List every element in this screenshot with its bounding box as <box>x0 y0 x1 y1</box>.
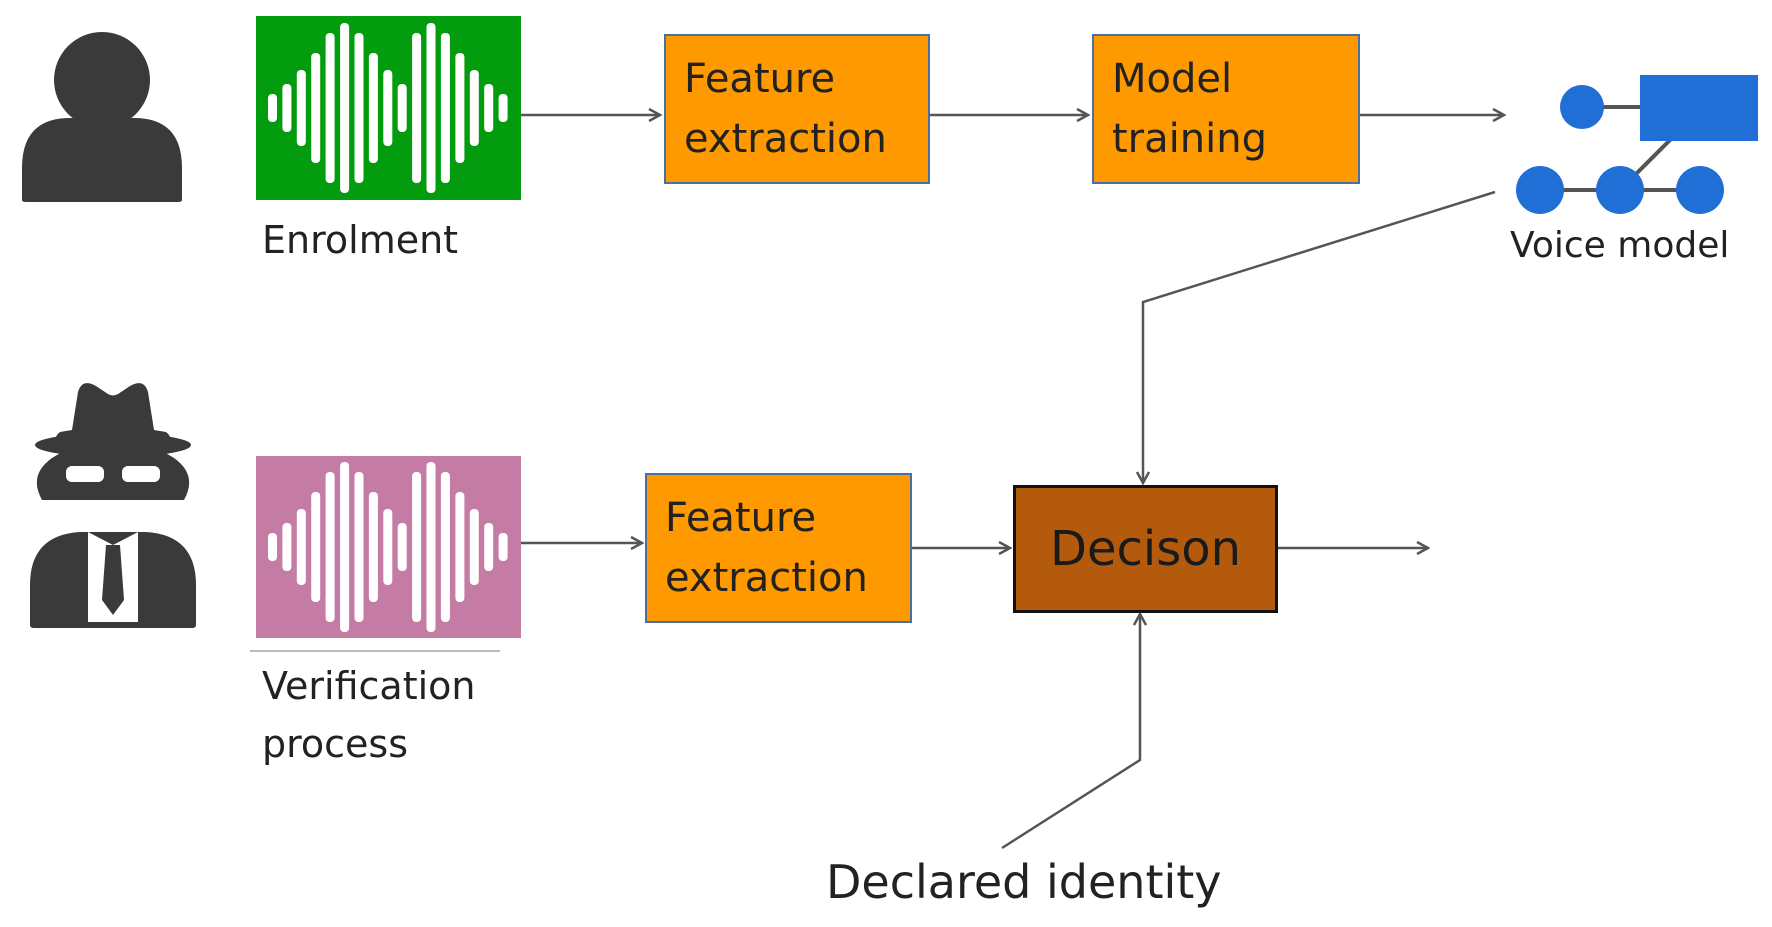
waveform-bar <box>354 33 364 183</box>
waveform-bar <box>469 509 479 585</box>
network-model-icon <box>1516 75 1758 214</box>
waveform-bar <box>383 70 393 146</box>
box-label-line2: extraction <box>684 116 887 162</box>
waveform-bar <box>397 84 407 132</box>
waveform-bar <box>340 462 350 632</box>
verification-label-line2: process <box>262 722 409 766</box>
user-icon <box>22 32 182 202</box>
waveform-bar <box>440 33 450 183</box>
waveform-bar <box>325 472 335 622</box>
arrow-model-to-decision <box>1143 190 1496 483</box>
waveform-bar <box>311 53 321 163</box>
verification-label-line1: Verification <box>262 664 476 708</box>
arrow-identity-to-decision <box>1001 614 1140 850</box>
waveform-bar <box>311 492 321 602</box>
waveform-bar <box>383 509 393 585</box>
waveform-bar <box>455 53 465 163</box>
waveform-bar <box>340 23 350 193</box>
decision-label: Decison <box>1049 521 1241 577</box>
waveform-bar <box>354 472 364 622</box>
waveform-bar <box>368 53 378 163</box>
waveform-bar <box>484 84 494 132</box>
waveform-bar <box>469 70 479 146</box>
connectors <box>521 115 1504 850</box>
decision-box: Decison <box>1013 485 1278 613</box>
enrolment-label: Enrolment <box>262 218 459 262</box>
waveform-bar <box>412 33 422 183</box>
feature-extraction-bottom-box: Feature extraction <box>645 473 912 623</box>
box-label-line1: Feature <box>665 495 817 541</box>
waveform-bar <box>325 33 335 183</box>
waveform-bar <box>397 523 407 571</box>
feature-extraction-top-box: Feature extraction <box>664 34 930 184</box>
waveform-bar <box>296 70 306 146</box>
waveform-bar <box>426 23 436 193</box>
waveform-bar <box>282 84 292 132</box>
waveform-bar <box>440 472 450 622</box>
waveform-bar <box>412 472 422 622</box>
voice-model-label: Voice model <box>1510 225 1730 266</box>
model-training-box: Model training <box>1092 34 1360 184</box>
spy-icon <box>30 383 196 628</box>
declared-identity-label: Declared identity <box>826 855 1222 909</box>
waveform-bar <box>484 523 494 571</box>
box-label-line2: extraction <box>665 555 868 601</box>
enrolment-audio-icon <box>256 16 521 200</box>
waveform-bar <box>455 492 465 602</box>
waveform-bar <box>368 492 378 602</box>
waveform-bar <box>498 533 508 561</box>
box-label-line1: Feature <box>684 56 836 102</box>
waveform-bar <box>426 462 436 632</box>
waveform-bar <box>296 509 306 585</box>
box-label-line1: Model <box>1112 56 1233 102</box>
box-label-line2: training <box>1112 116 1267 162</box>
verification-audio-icon <box>250 456 521 652</box>
waveform-bar <box>498 94 508 122</box>
waveform-bar <box>268 533 277 561</box>
waveform-bar <box>282 523 292 571</box>
waveform-bar <box>268 94 277 122</box>
